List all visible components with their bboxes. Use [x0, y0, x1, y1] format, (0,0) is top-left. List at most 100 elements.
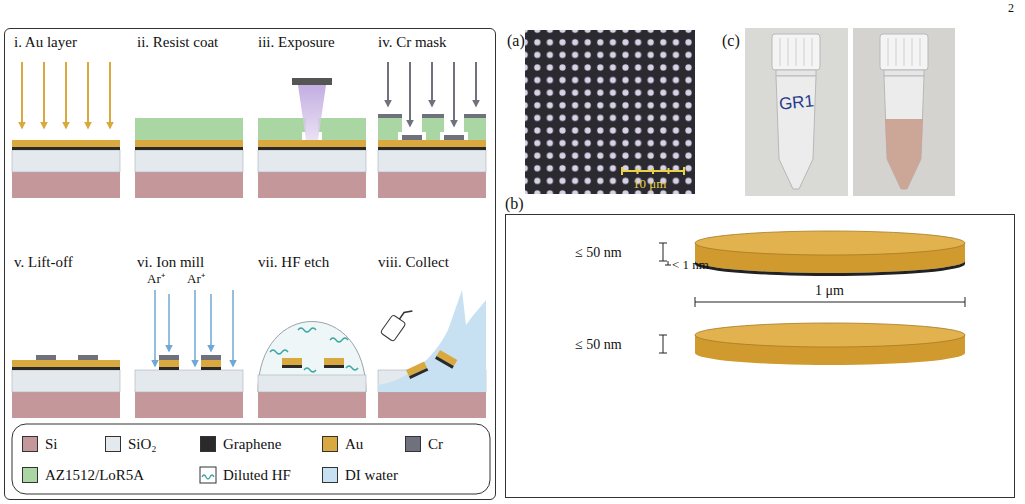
lift-off-step	[12, 360, 120, 418]
legend-box	[12, 424, 490, 494]
cr-mask-step	[388, 62, 476, 126]
ion-mill-step	[159, 360, 179, 367]
legend-swatch	[22, 467, 38, 483]
lift-off-step	[12, 355, 120, 418]
exposure-step	[318, 118, 366, 132]
ion-mill-step	[159, 355, 179, 360]
resist-coat-step	[135, 118, 243, 140]
dimension-bar	[695, 297, 696, 307]
collect-step	[399, 308, 412, 323]
legend-swatch	[405, 436, 421, 452]
exposure-step	[298, 85, 326, 140]
tube-photo	[772, 34, 820, 189]
dimension-bar	[663, 243, 664, 261]
sem-image	[525, 30, 695, 194]
cr-mask-step	[453, 62, 455, 126]
collect-step	[380, 314, 406, 341]
tube-photo	[885, 119, 923, 189]
tube-photo	[745, 28, 848, 196]
cr-mask-step	[422, 118, 444, 132]
dimension-bar	[965, 297, 966, 307]
dimension-label: ≤ 50 nm	[575, 338, 622, 352]
hf-etch-step	[324, 358, 344, 365]
hf-etch-step	[282, 365, 302, 368]
hf-swatch	[200, 467, 216, 483]
au-layer-step	[65, 62, 67, 128]
ion-mill-step	[155, 290, 233, 366]
legend-swatch	[322, 467, 338, 483]
ion-label: Ar⁺	[147, 272, 165, 285]
graphene-gold-disk	[695, 261, 965, 276]
ion-label: Ar⁺	[187, 272, 205, 285]
step-title: ii. Resist coat	[137, 35, 218, 50]
au-layer-step	[21, 62, 23, 128]
collect-step	[378, 290, 486, 392]
legend-text: Cr	[428, 437, 443, 452]
au-layer-step	[109, 62, 111, 128]
collect-step	[378, 290, 486, 418]
lift-off-step	[78, 355, 98, 360]
hf-etch-step	[258, 322, 366, 419]
hf-etch-step	[346, 366, 358, 370]
legend-text: SiO₂	[128, 437, 157, 452]
step-title: v. Lift-off	[14, 255, 73, 270]
graphene-gold-disk	[695, 231, 965, 276]
dimension-label: ≤ 50 nm	[575, 246, 622, 260]
step-title: iii. Exposure	[258, 35, 335, 50]
cr-mask-step	[444, 135, 464, 140]
legend-text: Diluted HF	[223, 468, 291, 483]
collect-step	[409, 368, 428, 379]
collect-step	[406, 362, 428, 380]
resist-coat-step	[135, 140, 243, 198]
cr-mask-step	[387, 62, 389, 106]
au-layer-step	[87, 62, 89, 128]
legend-swatch	[22, 436, 38, 452]
au-layer-step	[22, 62, 110, 128]
cr-mask-step	[409, 62, 411, 126]
legend-swatch	[105, 436, 121, 452]
cr-mask-step	[378, 132, 398, 140]
collect-step	[435, 350, 457, 369]
ion-mill-step	[135, 370, 243, 418]
panel-label: (a)	[507, 33, 525, 49]
cr-mask-step	[464, 114, 486, 118]
dimension-bar	[695, 302, 965, 303]
dimension-bar	[659, 243, 965, 353]
dimension-label: (b)	[505, 196, 524, 212]
dimension-box: (b)≤ 50 nm< 1 nm1 μm≤ 50 nm	[505, 214, 1015, 498]
cr-mask-step	[464, 118, 486, 132]
exposure-step	[322, 132, 366, 140]
au-layer-step	[12, 140, 120, 198]
cr-mask-step	[431, 62, 433, 106]
hf-etch-step	[282, 358, 302, 365]
ion-mill-step	[135, 290, 243, 418]
hf-swatch	[202, 475, 214, 479]
gold-disk	[695, 323, 965, 347]
hf-etch-step	[298, 328, 316, 332]
collect-step	[380, 303, 414, 342]
sem-image	[668, 168, 670, 174]
legend-text: AZ1512/LoR5A	[45, 468, 144, 483]
hf-etch-step	[330, 338, 348, 342]
dimension-bar	[659, 335, 667, 336]
tube-photo	[745, 28, 848, 196]
legend-text: Si	[45, 437, 58, 452]
cr-mask-step	[378, 114, 402, 118]
step-title: i. Au layer	[14, 35, 77, 50]
dimension-bar	[659, 243, 667, 244]
sem-image	[683, 167, 685, 175]
cr-mask-step	[426, 132, 440, 140]
exposure-step	[258, 78, 366, 198]
step-title: iv. Cr mask	[378, 35, 447, 50]
sem-image	[622, 167, 684, 175]
dimension-bar	[668, 261, 669, 265]
hf-etch-step	[324, 365, 344, 368]
scale-bar-label: 10 μm	[633, 177, 666, 190]
step-title: vii. HF etch	[258, 255, 329, 270]
cr-mask-step	[402, 135, 422, 140]
legend-text: DI water	[345, 468, 398, 483]
process-panel: i. Au layer ii. Resist coat iii. Exposure i…	[4, 28, 496, 500]
exposure-step	[258, 132, 302, 140]
hf-etch-step	[258, 375, 366, 392]
dimension-bar	[659, 353, 667, 354]
